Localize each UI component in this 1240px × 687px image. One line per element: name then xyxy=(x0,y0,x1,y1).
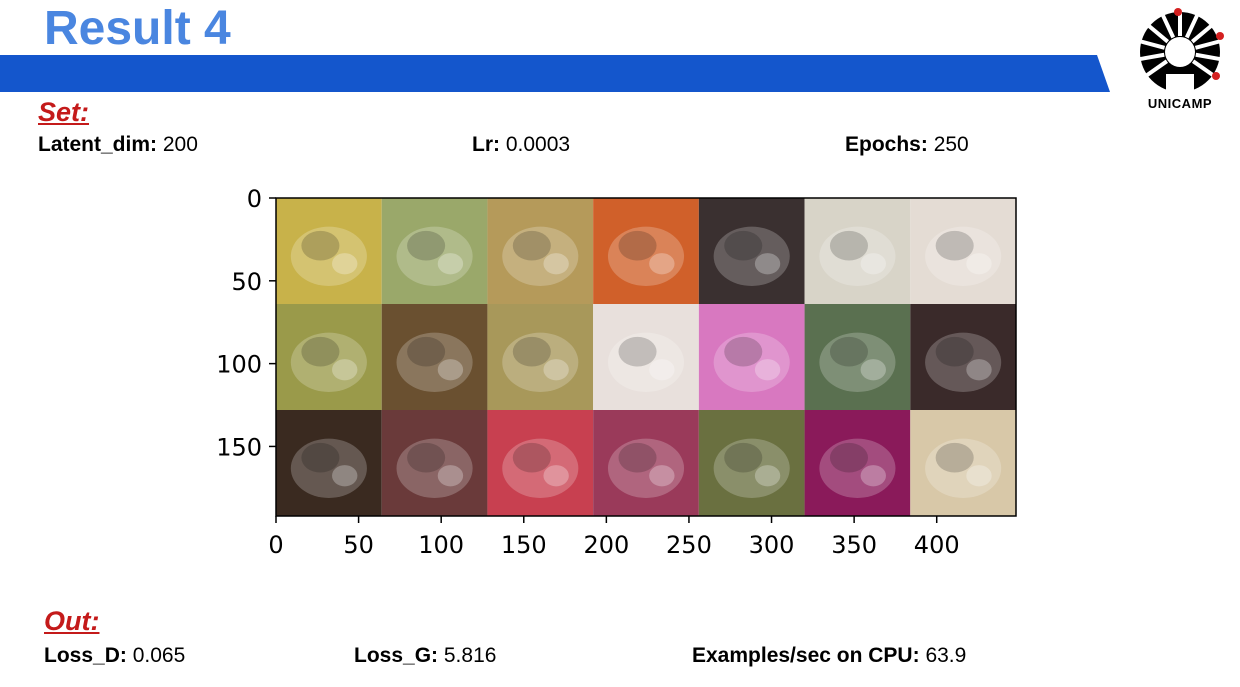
image-tile xyxy=(698,410,805,516)
x-tick-label: 150 xyxy=(501,531,547,559)
param-examples-sec: Examples/sec on CPU: 63.9 xyxy=(692,644,966,668)
image-tile xyxy=(276,304,382,410)
image-tile xyxy=(593,304,699,410)
param-latent-dim: Latent_dim: 200 xyxy=(38,133,198,157)
plot-svg: 0 50 100 150 200 250 300 350 400 0 50 100 150 xyxy=(216,185,1017,559)
param-loss-d: Loss_D: 0.065 xyxy=(44,644,185,668)
logo-wordmark: UNICAMP xyxy=(1147,96,1213,111)
x-tick-label: 350 xyxy=(831,531,877,559)
image-tile xyxy=(804,410,911,516)
image-tile xyxy=(276,198,382,304)
image-tile xyxy=(698,198,805,304)
image-tile xyxy=(381,198,488,304)
param-value: 0.065 xyxy=(132,644,186,667)
slide-title: Result 4 xyxy=(44,2,231,55)
param-name: Latent_dim: xyxy=(38,133,158,156)
generated-images-plot: 0 50 100 150 200 250 300 350 400 0 50 100 150 xyxy=(190,180,1040,585)
image-tile xyxy=(804,304,911,410)
y-tick-label: 150 xyxy=(216,433,262,461)
param-loss-g: Loss_G: 5.816 xyxy=(354,644,496,668)
param-value: 250 xyxy=(933,133,969,156)
x-tick-label: 100 xyxy=(418,531,464,559)
x-tick-label: 0 xyxy=(268,531,283,559)
x-tick-label: 50 xyxy=(343,531,374,559)
unicamp-logo: UNICAMP xyxy=(1128,6,1232,114)
image-tile xyxy=(381,410,488,516)
x-tick-label: 250 xyxy=(666,531,712,559)
image-tile xyxy=(487,410,594,516)
y-tick-label: 50 xyxy=(231,268,262,296)
y-tick-label: 0 xyxy=(247,185,262,213)
image-tile xyxy=(910,410,1016,516)
image-tile xyxy=(593,198,699,304)
param-name: Examples/sec on CPU: xyxy=(692,644,920,667)
image-tile xyxy=(276,410,382,516)
image-tile xyxy=(804,198,911,304)
param-value: 200 xyxy=(162,133,198,156)
param-value: 0.0003 xyxy=(505,133,571,156)
out-label: Out: xyxy=(44,606,100,636)
param-name: Loss_D: xyxy=(44,644,127,667)
image-tile xyxy=(487,198,594,304)
param-name: Loss_G: xyxy=(354,644,439,667)
param-value: 63.9 xyxy=(925,644,967,667)
image-tile xyxy=(910,198,1016,304)
set-label: Set: xyxy=(38,97,90,127)
image-tile xyxy=(381,304,488,410)
image-tile xyxy=(910,304,1016,410)
x-tick-label: 400 xyxy=(914,531,960,559)
param-name: Epochs: xyxy=(845,133,928,156)
x-tick-label: 300 xyxy=(749,531,795,559)
plot-frame xyxy=(275,197,1017,517)
param-epochs: Epochs: 250 xyxy=(845,133,969,157)
param-lr: Lr: 0.0003 xyxy=(472,133,570,157)
header-bar xyxy=(0,55,1110,92)
image-tile xyxy=(487,304,594,410)
image-tile xyxy=(593,410,699,516)
unicamp-emblem-icon xyxy=(1138,8,1224,94)
x-tick-label: 200 xyxy=(583,531,629,559)
image-tile xyxy=(698,304,805,410)
param-name: Lr: xyxy=(472,133,500,156)
param-value: 5.816 xyxy=(443,644,497,667)
y-tick-label: 100 xyxy=(216,351,262,379)
